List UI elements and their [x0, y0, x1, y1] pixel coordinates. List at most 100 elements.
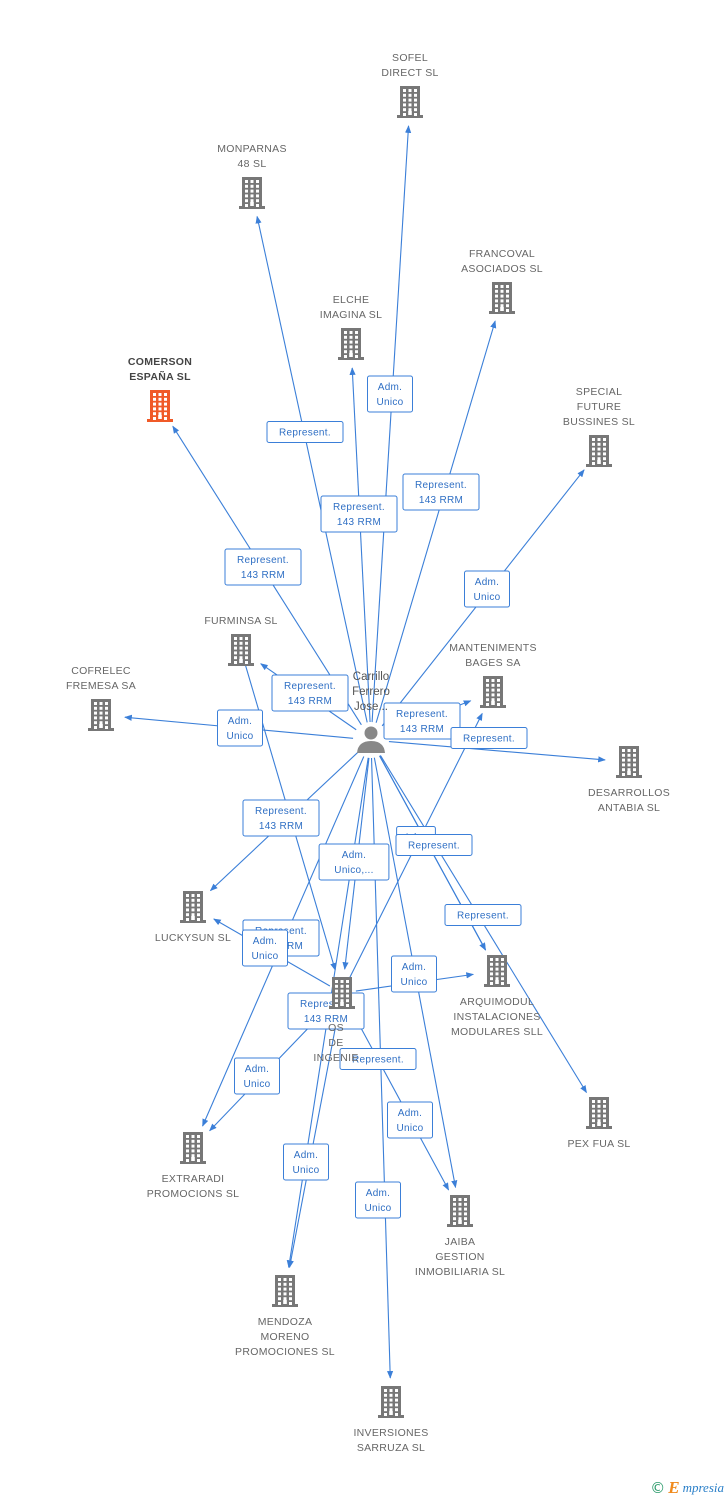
edge-label-text: 143 RRM	[337, 517, 381, 528]
building-icon	[329, 977, 355, 1009]
company-label: SPECIAL	[576, 386, 622, 398]
edge-label-comerson[interactable]: Represent.143 RRM	[224, 548, 302, 586]
edge-label-text: Represent.	[333, 502, 385, 513]
edge-label-box	[367, 375, 413, 413]
building-icon	[397, 86, 423, 118]
edge-label-arquimodul[interactable]: Represent.	[395, 834, 473, 856]
company-label: MODULARES SLL	[451, 1026, 543, 1038]
edge-line-sofel	[371, 125, 412, 723]
edge-line-desarrollos	[388, 740, 606, 763]
edge-label-elche[interactable]: Represent. 143 RRM	[320, 495, 398, 533]
edge-label-text: Represent.	[463, 734, 515, 745]
edge-label-text: Adm.	[366, 1188, 391, 1199]
edge-label-box	[320, 495, 398, 533]
building-icon	[180, 891, 206, 923]
edge-label-ingenieria-extraradi[interactable]: Adm.Unico	[234, 1057, 280, 1095]
edge-label-ingenieria-jaiba[interactable]: Adm.Unico	[387, 1101, 433, 1139]
company-label: ARQUIMODUL	[460, 996, 534, 1008]
person-name-label: Carrillo	[353, 671, 389, 683]
company-label: MANTENIMENTS	[449, 642, 537, 654]
company-node-francoval[interactable]: FRANCOVAL ASOCIADOS SL	[461, 248, 543, 314]
copyright-icon: ©	[650, 1479, 666, 1497]
edge-label-box	[450, 727, 528, 749]
company-label: SARRUZA SL	[357, 1442, 425, 1454]
company-label: BAGES SA	[465, 657, 521, 669]
company-label: MENDOZA	[258, 1316, 313, 1328]
edge-line-ingenieria-jaiba	[348, 1005, 450, 1191]
company-node-luckysun[interactable]: LUCKYSUN SL	[155, 891, 231, 944]
company-label: MONPARNAS	[217, 143, 287, 155]
edge-label-box	[395, 834, 473, 856]
edge-label-text: 143 RRM	[241, 570, 285, 581]
edge-label-text: Unico	[226, 731, 253, 742]
building-icon	[228, 634, 254, 666]
edge-label-furminsa[interactable]: Represent.143 RRM	[271, 674, 349, 712]
edge-label-text: Represent.	[300, 999, 352, 1010]
edge-label-box	[464, 570, 510, 608]
edge-line-ingenieria-mendoza	[287, 1006, 340, 1269]
brand-logo-initial: E	[668, 1478, 680, 1497]
edge-label-text: Represent.	[457, 911, 509, 922]
edge-label-special[interactable]: Adm. Unico	[464, 570, 510, 608]
edge-label-manteniments[interactable]: Represent.143 RRM	[383, 702, 461, 740]
company-label: ELCHE	[333, 294, 370, 306]
edge-label-cofrelec[interactable]: Adm. Unico	[217, 709, 263, 747]
edge-label-jaiba[interactable]: Represent.	[339, 1048, 417, 1070]
edge-label-box	[318, 843, 390, 881]
edge-label-text: Unico,...	[334, 865, 373, 876]
edge-label-inversiones[interactable]: Adm.Unico	[355, 1181, 401, 1219]
edge-label-ingenieria[interactable]: Adm.Unico,...	[318, 843, 390, 881]
edge-label-pexfua[interactable]: Represent.	[444, 904, 522, 926]
edge-label-box	[271, 674, 349, 712]
edge-label-text: Adm.	[228, 716, 253, 727]
edge-label-text: Adm.	[253, 936, 278, 947]
company-label: ASOCIADOS SL	[461, 263, 543, 275]
edge-label-francoval[interactable]: Represent.143 RRM	[402, 473, 480, 511]
building-icon	[484, 955, 510, 987]
company-node-furminsa[interactable]: FURMINSA SL	[204, 615, 277, 666]
company-label: OS	[328, 1022, 344, 1034]
edge-label-text: Represent.	[408, 841, 460, 852]
edge-label-mendoza[interactable]: Represent.143 RRM	[287, 992, 365, 1030]
edge-label-sofel[interactable]: Adm.Unico	[367, 375, 413, 413]
company-label: FRANCOVAL	[469, 248, 535, 260]
edge-label-text: Adm.	[398, 1108, 423, 1119]
edge-label-text: Adm.	[475, 577, 500, 588]
company-node-pexfua[interactable]: PEX FUA SL	[567, 1097, 630, 1150]
edge-label-ingenieria-luckysun[interactable]: Adm.Unico	[242, 929, 288, 967]
edge-label-text: Unico	[473, 592, 500, 603]
edge-label-text: Unico	[243, 1079, 270, 1090]
edge-label-text: Unico	[400, 977, 427, 988]
building-icon	[88, 699, 114, 731]
edge-label-ingenieria-mendoza[interactable]: Adm.Unico	[283, 1143, 329, 1181]
company-label: LUCKYSUN SL	[155, 932, 231, 944]
center-person-node[interactable]: CarrilloFerreroJose...	[352, 671, 390, 753]
company-label: BUSSINES SL	[563, 416, 635, 428]
edge-label-monparnas[interactable]: Represent.	[266, 421, 344, 443]
company-label: ESPAÑA SL	[129, 370, 191, 383]
edge-label-text: Unico	[292, 1165, 319, 1176]
company-label: COFRELEC	[71, 665, 131, 677]
company-label: FREMESA SA	[66, 680, 136, 692]
edge-label-ingenieria-arquimodul[interactable]: Adm.Unico	[391, 955, 437, 993]
company-node-manteniments[interactable]: MANTENIMENTS BAGES SA	[449, 642, 537, 708]
edge-label-desarrollos[interactable]: Represent.	[450, 727, 528, 749]
edge-label-text: Adm.	[378, 382, 403, 393]
company-node-cofrelec[interactable]: COFRELEC FREMESA SA	[66, 665, 136, 731]
edge-label-luckysun[interactable]: Represent.143 RRM	[242, 799, 320, 837]
brand-footer[interactable]: © E mpresia	[650, 1478, 724, 1498]
person-icon	[357, 726, 385, 753]
edge-label-box	[339, 1048, 417, 1070]
